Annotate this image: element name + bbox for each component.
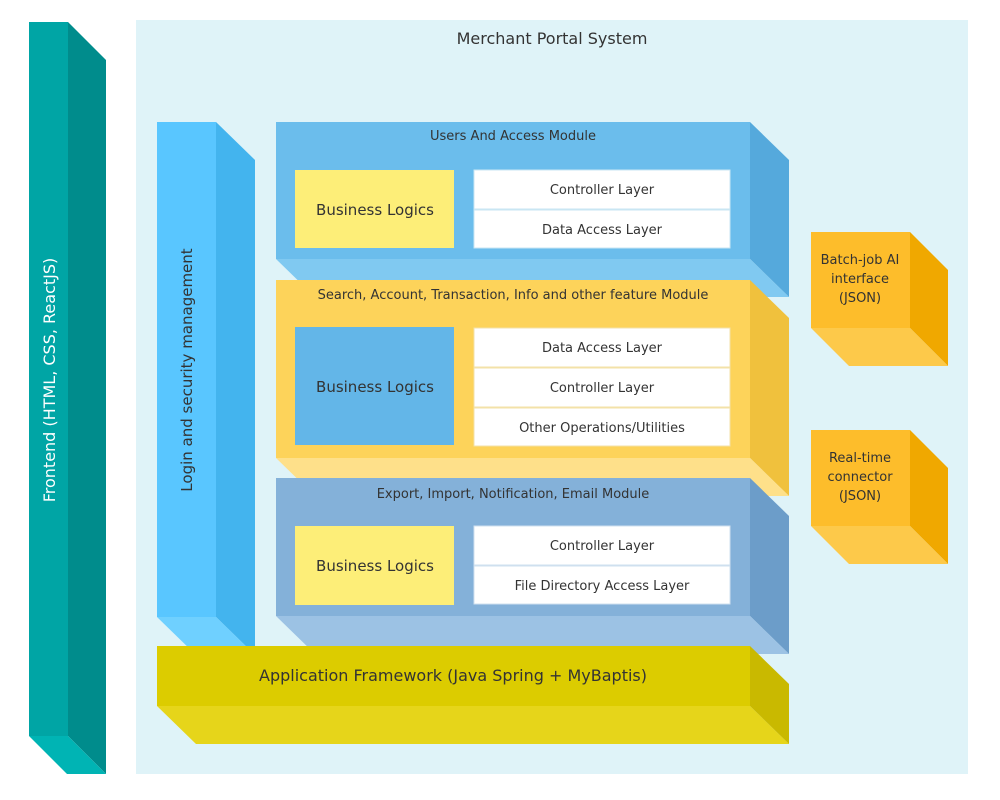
layer-box — [473, 525, 731, 566]
business-logic-label: Business Logics — [316, 557, 434, 575]
batch-job-interface: Batch-job AI interface (JSON) — [811, 232, 948, 366]
framework-label: Application Framework (Java Spring + MyB… — [259, 666, 647, 685]
framework-block: Application Framework (Java Spring + MyB… — [157, 646, 789, 744]
interface-label-line: Batch-job AI — [821, 253, 900, 268]
module-search-account: Search, Account, Transaction, Info and o… — [276, 280, 789, 496]
business-logic-label: Business Logics — [316, 201, 434, 219]
layer-label: Data Access Layer — [542, 341, 663, 356]
interface-label-line: (JSON) — [839, 489, 881, 504]
module-title: Export, Import, Notification, Email Modu… — [377, 487, 650, 502]
layer-label: Controller Layer — [550, 183, 655, 198]
layer-label: Other Operations/Utilities — [519, 421, 685, 436]
layer-label: Data Access Layer — [542, 223, 663, 238]
frontend-label: Frontend (HTML, CSS, ReactJS) — [40, 258, 59, 503]
security-block: Login and security management — [157, 122, 255, 655]
module-users-access: Users And Access Module Business Logics … — [276, 122, 789, 297]
layer-box — [473, 327, 731, 368]
business-logic-label: Business Logics — [316, 378, 434, 396]
module-title: Search, Account, Transaction, Info and o… — [318, 288, 709, 303]
system-title: Merchant Portal System — [457, 29, 648, 48]
module-title: Users And Access Module — [430, 129, 596, 144]
business-logic-box — [295, 327, 454, 445]
layer-box — [473, 169, 731, 210]
interface-label-line: Real-time — [829, 451, 891, 466]
module-export-import: Export, Import, Notification, Email Modu… — [276, 478, 789, 654]
real-time-connector: Real-time connector (JSON) — [811, 430, 948, 564]
business-logic-box — [295, 170, 454, 248]
layer-box — [473, 209, 731, 249]
security-label: Login and security management — [178, 248, 196, 491]
layer-label: File Directory Access Layer — [515, 579, 690, 594]
layer-box — [473, 367, 731, 408]
interface-label-line: (JSON) — [839, 291, 881, 306]
layer-box — [473, 565, 731, 605]
frontend-block: Frontend (HTML, CSS, ReactJS) — [29, 22, 106, 774]
interface-label-line: connector — [827, 470, 893, 485]
interface-label-line: interface — [831, 272, 889, 287]
layer-label: Controller Layer — [550, 381, 655, 396]
layer-box — [473, 407, 731, 447]
layer-label: Controller Layer — [550, 539, 655, 554]
business-logic-box — [295, 526, 454, 605]
